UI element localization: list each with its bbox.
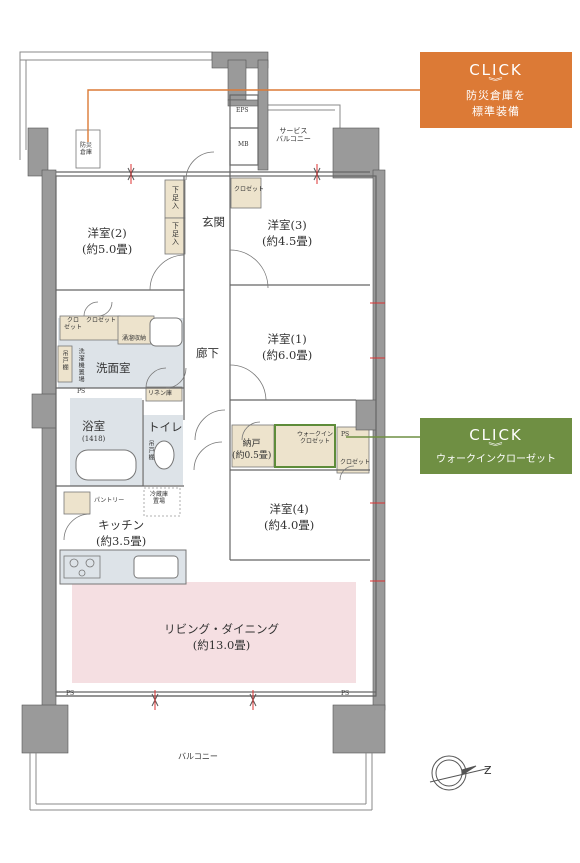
closet-w4-label: クロゼット xyxy=(340,459,371,466)
walkin-closet xyxy=(274,424,336,468)
service-balcony-outline xyxy=(263,104,341,135)
linen xyxy=(145,386,183,402)
closet-short-label: クロ ゼット xyxy=(64,317,83,331)
room-western-4: 洋室(4)(約4.0畳) xyxy=(264,502,315,532)
chevron-down-icon: ︾ xyxy=(488,442,504,453)
stove xyxy=(63,555,101,579)
shoe-box-2 xyxy=(164,217,186,255)
closet-w4 xyxy=(336,426,370,474)
pantry-label: パントリー xyxy=(94,497,125,504)
living-floor xyxy=(72,582,356,683)
storage-label: 納戸(約0.5畳) xyxy=(232,439,272,462)
closet-w3-label: クロゼット xyxy=(234,186,265,193)
window-markers-red xyxy=(130,164,385,710)
room-western-3: 洋室(3)(約4.5畳) xyxy=(262,218,313,248)
room-western-1: 洋室(1)(約6.0畳) xyxy=(262,332,313,362)
mb-label: MB xyxy=(238,141,249,148)
orange-connector xyxy=(87,89,420,142)
closet-w3 xyxy=(230,177,262,209)
fridge-space xyxy=(143,487,181,517)
hanging-shelf xyxy=(57,345,73,383)
closet-w2-label: クロゼット xyxy=(86,317,117,324)
ps-label-2: PS xyxy=(341,431,350,438)
balcony-label: バルコニー xyxy=(178,752,218,761)
walls xyxy=(21,51,386,754)
room-western-2: 洋室(2)(約5.0畳) xyxy=(82,226,133,256)
room-kitchen: キッチン(約3.5畳) xyxy=(96,518,147,548)
storage-shelf xyxy=(117,315,155,345)
linen-label: リネン庫 xyxy=(148,390,173,397)
ps-label-1: PS xyxy=(77,388,86,395)
door-swings xyxy=(63,151,355,541)
wash-basin xyxy=(149,317,183,347)
service-balcony-label: サービス バルコニー xyxy=(276,127,311,144)
bottom-balcony-outline xyxy=(29,753,373,811)
entrance-label: 玄関 xyxy=(202,215,225,229)
chevron-down-icon: ︾ xyxy=(488,78,504,89)
laundry-label: 洗濯機置場 xyxy=(77,348,85,383)
bathtub xyxy=(75,449,137,481)
disaster-storage-click-button[interactable]: CLICK ︾ 防災倉庫を 標準装備 xyxy=(420,52,572,128)
click-text: CLICK xyxy=(469,425,523,444)
kitchen-sink xyxy=(133,555,179,579)
shoe-box-label-2: 下足入 xyxy=(171,222,180,246)
hanging-shelf-label: 吊戸棚 xyxy=(61,350,69,371)
compass xyxy=(429,755,491,791)
toilet-shelf-label: 吊戸棚 xyxy=(147,440,155,461)
ps-label-4: PS xyxy=(341,690,350,697)
fridge-label: 冷蔵庫 置場 xyxy=(150,491,169,505)
walkin-closet-label: ウォークイン クロゼット xyxy=(297,431,334,445)
ps-label-3: PS xyxy=(66,690,75,697)
click-text: CLICK xyxy=(469,61,523,80)
pantry-box xyxy=(63,491,91,515)
bath-label: 浴室 (1418) xyxy=(82,419,106,443)
disaster-storage-label: 防災 倉庫 xyxy=(80,142,93,156)
shoe-box-label-1: 下足入 xyxy=(171,186,180,210)
toilet-bowl xyxy=(153,440,175,470)
disaster-button-text: 防災倉庫を 標準装備 xyxy=(466,89,526,118)
washroom-label: 洗面室 xyxy=(96,361,131,375)
compass-letter: Z xyxy=(484,764,492,777)
storage-shelf-label: 涌溜収納 xyxy=(122,335,147,342)
closet-w2 xyxy=(59,315,121,341)
hallway-label: 廊下 xyxy=(196,346,219,360)
eps-label: EPS xyxy=(236,107,249,114)
top-balcony-outline xyxy=(19,51,213,160)
toilet-label: トイレ xyxy=(148,420,183,434)
storage-room xyxy=(231,424,275,468)
walkin-button-text: ウォークインクローゼット xyxy=(436,453,556,465)
room-living-dining: リビング・ダイニング(約13.0畳) xyxy=(164,622,279,652)
walkin-closet-click-button[interactable]: CLICK ︾ ウォークインクローゼット xyxy=(420,418,572,474)
